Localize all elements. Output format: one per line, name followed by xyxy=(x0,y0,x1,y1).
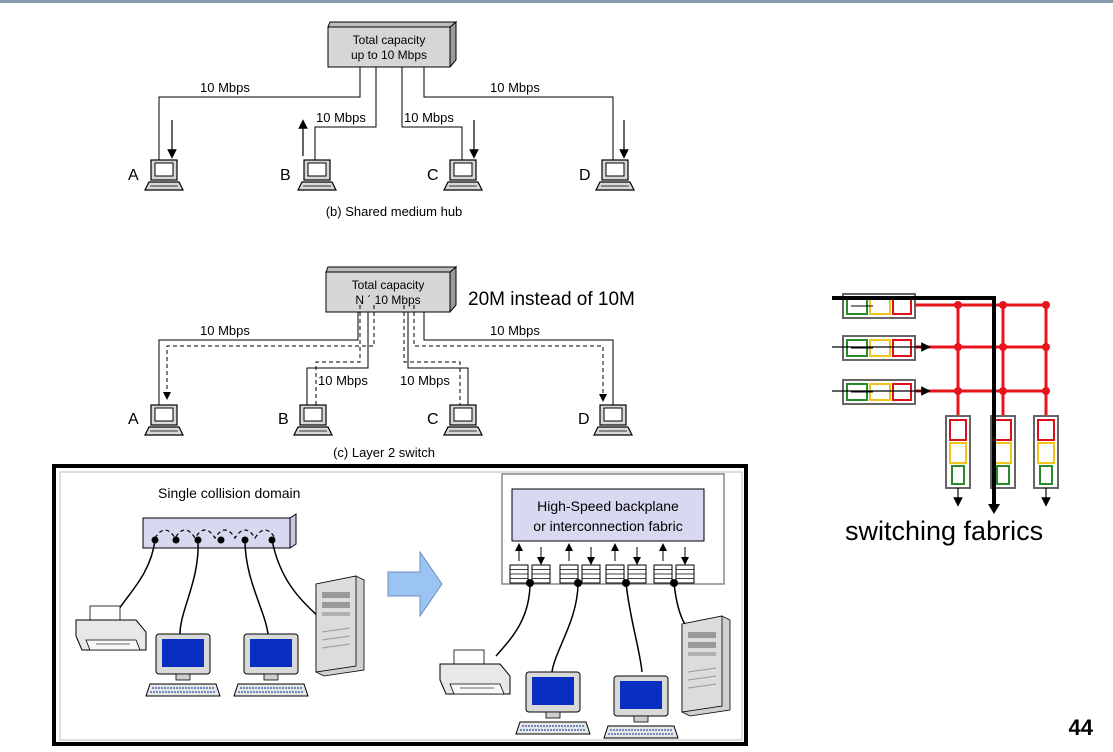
switch-link-label-d: 10 Mbps xyxy=(490,323,540,338)
hub-link-label-c: 10 Mbps xyxy=(404,110,454,125)
station-a-computer-icon xyxy=(144,404,184,436)
hub-link-label-d: 10 Mbps xyxy=(490,80,540,95)
hub-capacity-line1: Total capacity xyxy=(353,33,426,47)
slide-number: 44 xyxy=(1069,715,1094,740)
server-tower-icon xyxy=(315,575,365,677)
switching-fabrics-label: switching fabrics xyxy=(845,516,1043,546)
switch-path-c xyxy=(403,305,461,405)
station-c-computer-icon xyxy=(443,404,483,436)
switch-capacity-line2: N ´ 10 Mbps xyxy=(355,293,420,307)
switch-link-label-a: 10 Mbps xyxy=(200,323,250,338)
switch-path-d xyxy=(413,305,607,402)
hub-device xyxy=(142,513,297,549)
switch-station-b: B xyxy=(278,411,289,428)
station-d-computer-icon xyxy=(593,404,633,436)
desktop-computer-icon xyxy=(603,675,679,739)
output-buffer-3 xyxy=(1033,415,1059,489)
hub-diagram: Total capacity up to 10 Mbps 10 Mbps 10 … xyxy=(128,20,635,219)
station-c-computer-icon xyxy=(443,159,483,191)
hub-station-b: B xyxy=(280,167,291,184)
collision-domain-label: Single collision domain xyxy=(158,485,300,501)
switch-link-label-b: 10 Mbps xyxy=(318,373,368,388)
hub-wire-d xyxy=(423,67,614,160)
station-a-computer-icon xyxy=(144,159,184,191)
server-tower-icon xyxy=(681,615,731,717)
desktop-computer-icon xyxy=(233,633,309,697)
switch-link-label-c: 10 Mbps xyxy=(400,373,450,388)
hub-capacity-line2: up to 10 Mbps xyxy=(351,48,427,62)
hub-station-c: C xyxy=(427,167,439,184)
switch-box: Total capacity N ´ 10 Mbps xyxy=(325,265,458,313)
output-buffer-1 xyxy=(945,415,971,489)
switch-wire-b xyxy=(306,312,369,405)
slide-top-border xyxy=(0,0,1113,3)
switch-capacity-note: 20M instead of 10M xyxy=(468,289,635,310)
hub-wire-a xyxy=(158,67,361,160)
hub-wire-c xyxy=(401,67,463,160)
hub-caption: (b) Shared medium hub xyxy=(326,204,463,219)
input-buffer-3 xyxy=(842,379,916,405)
hub-wire-b xyxy=(314,67,377,160)
switch-wire-a xyxy=(158,312,359,405)
switch-capacity-line1: Total capacity xyxy=(352,278,425,292)
desktop-computer-icon xyxy=(515,671,591,735)
switch-path-b xyxy=(315,305,361,405)
hub-link-label-b: 10 Mbps xyxy=(316,110,366,125)
station-b-computer-icon xyxy=(297,159,337,191)
hub-station-a: A xyxy=(128,167,139,184)
switch-station-a: A xyxy=(128,411,139,428)
desktop-computer-icon xyxy=(145,633,221,697)
input-buffer-2 xyxy=(842,335,916,361)
switch-diagram: Total capacity N ´ 10 Mbps 20M instead o… xyxy=(128,265,635,460)
backplane-line2: or interconnection fabric xyxy=(533,518,682,534)
collision-domain-panel: Single collision domain High-Speed backp… xyxy=(52,464,748,746)
hub-station-d: D xyxy=(579,167,591,184)
switched-path xyxy=(832,296,996,508)
switch-wire-d xyxy=(423,312,614,405)
switch-wire-c xyxy=(407,312,469,405)
station-d-computer-icon xyxy=(595,159,635,191)
switch-path-a xyxy=(163,305,375,400)
switching-fabric-diagram: switching fabrics xyxy=(832,293,1059,546)
backplane-line1: High-Speed backplane xyxy=(537,498,679,514)
switch-station-d: D xyxy=(578,411,590,428)
hub-box: Total capacity up to 10 Mbps xyxy=(327,20,458,68)
switch-station-c: C xyxy=(427,411,439,428)
backplane-box: High-Speed backplane or interconnection … xyxy=(511,488,705,542)
station-b-computer-icon xyxy=(293,404,333,436)
switch-caption: (c) Layer 2 switch xyxy=(333,445,435,460)
transition-arrow-icon xyxy=(387,550,443,618)
hub-link-label-a: 10 Mbps xyxy=(200,80,250,95)
